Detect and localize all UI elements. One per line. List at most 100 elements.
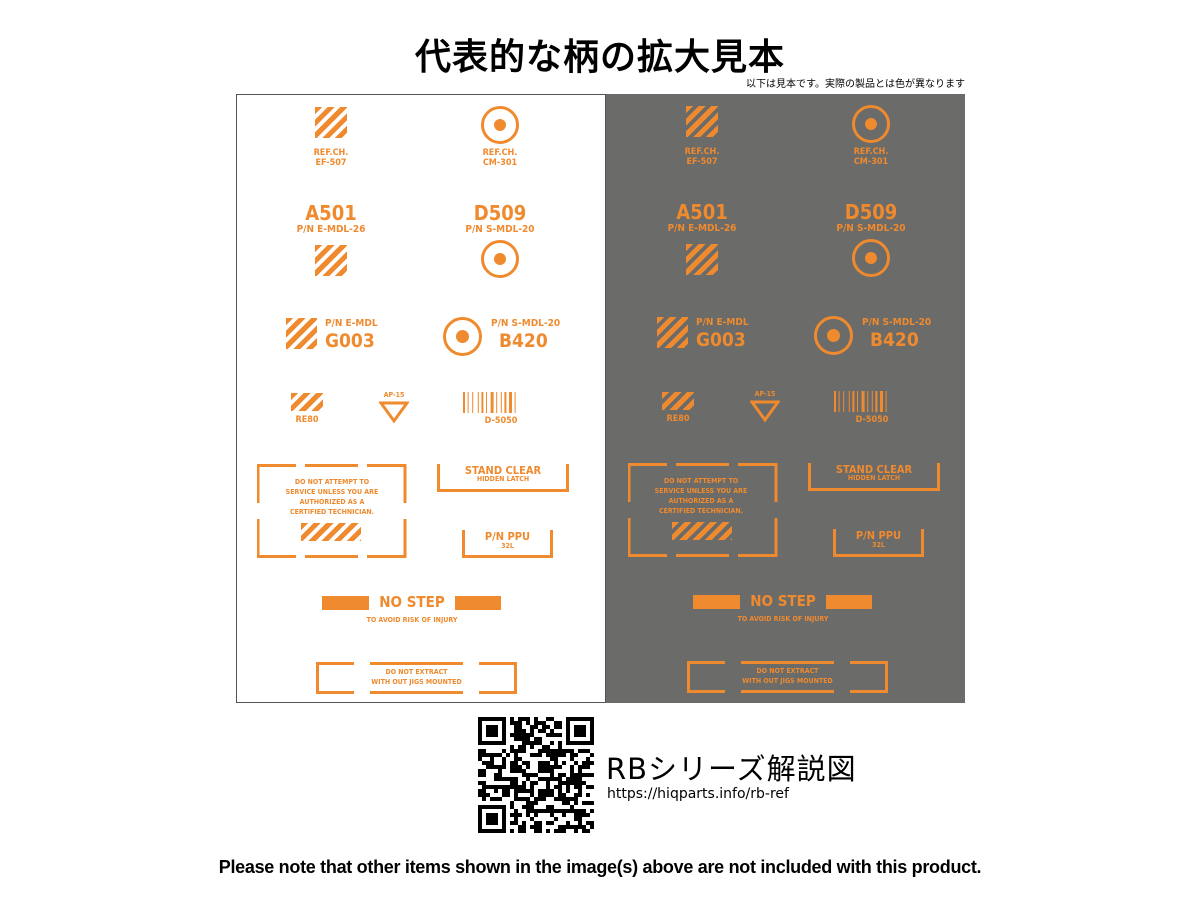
dashed-frame	[687, 661, 888, 693]
qr-module	[558, 789, 562, 793]
label: P/N S-MDL-20	[836, 223, 906, 234]
qr-module	[546, 789, 550, 793]
target-icon	[481, 240, 519, 278]
qr-module	[546, 805, 550, 809]
qr-module	[550, 809, 554, 813]
label: P/N E-MDL-26	[296, 224, 366, 235]
label: DO NOT EXTRACT	[385, 668, 448, 676]
qr-module	[542, 749, 546, 753]
qr-module	[478, 793, 482, 797]
qr-module	[498, 785, 502, 789]
qr-module	[534, 829, 538, 833]
label: NO STEP	[379, 593, 445, 611]
qr-module	[546, 793, 550, 797]
qr-module	[546, 769, 550, 773]
qr-module	[514, 769, 518, 773]
qr-module	[482, 781, 486, 785]
qr-module	[558, 797, 562, 801]
hatch-icon	[662, 392, 694, 410]
qr-module	[558, 745, 562, 749]
label: P/N S-MDL-20	[491, 318, 561, 329]
qr-module	[510, 761, 514, 765]
qr-module	[578, 765, 582, 769]
barcode-stripe	[467, 392, 469, 413]
qr-module	[534, 773, 538, 777]
qr-module	[558, 781, 562, 785]
rb-series-url[interactable]: https://hiqparts.info/rb-ref	[607, 786, 789, 802]
qr-module	[518, 757, 522, 761]
qr-module	[582, 829, 586, 833]
qr-module	[578, 769, 582, 773]
qr-module	[510, 777, 514, 781]
qr-module	[586, 773, 590, 777]
qr-module	[566, 821, 570, 825]
qr-module	[570, 797, 574, 801]
barcode-stripe	[848, 391, 850, 412]
qr-module	[494, 753, 498, 757]
qr-module	[518, 813, 522, 817]
qr-module	[546, 821, 550, 825]
qr-module	[482, 797, 486, 801]
qr-module	[534, 821, 538, 825]
label: REF.CH.	[482, 148, 518, 158]
qr-module	[574, 761, 578, 765]
qr-module	[574, 797, 578, 801]
qr-module	[514, 737, 518, 741]
qr-module	[562, 761, 566, 765]
qr-module	[574, 793, 578, 797]
qr-module	[590, 801, 594, 805]
label: P/N E-MDL	[325, 318, 378, 329]
qr-module	[522, 741, 526, 745]
label: REF.CH.	[684, 147, 720, 157]
qr-module	[538, 809, 542, 813]
warning-dashed-frame	[628, 463, 778, 557]
qr-module	[546, 777, 550, 781]
qr-module	[562, 809, 566, 813]
qr-module	[530, 801, 534, 805]
bracket-frame	[833, 529, 924, 557]
barcode-stripe	[867, 391, 869, 412]
warning-line: CERTIFIED TECHNICIAN.	[289, 508, 375, 516]
qr-module	[558, 777, 562, 781]
qr-module	[478, 773, 482, 777]
qr-module	[510, 745, 514, 749]
qr-module	[538, 741, 542, 745]
qr-module	[530, 793, 534, 797]
qr-module	[534, 781, 538, 785]
label: CM-301	[853, 157, 889, 167]
label: P/N PPU	[855, 529, 902, 542]
qr-module	[514, 793, 518, 797]
qr-module	[542, 725, 546, 729]
qr-module	[502, 749, 506, 753]
qr-module	[578, 809, 582, 813]
qr-module	[574, 817, 578, 821]
qr-module	[586, 761, 590, 765]
qr-module	[582, 761, 586, 765]
qr-module	[590, 761, 594, 765]
qr-module	[574, 781, 578, 785]
qr-code[interactable]	[478, 717, 594, 833]
label: RE80	[666, 414, 690, 424]
qr-module	[530, 729, 534, 733]
qr-module	[514, 729, 518, 733]
qr-module	[562, 753, 566, 757]
qr-module	[498, 773, 502, 777]
qr-module	[554, 725, 558, 729]
qr-module	[506, 777, 510, 781]
qr-module	[510, 749, 514, 753]
qr-module	[522, 749, 526, 753]
qr-module	[478, 753, 482, 757]
qr-module	[566, 781, 570, 785]
qr-module	[582, 781, 586, 785]
qr-module	[514, 765, 518, 769]
qr-module	[574, 813, 578, 817]
qr-module	[582, 813, 586, 817]
rb-series-title: RBシリーズ解説図	[606, 752, 857, 786]
hatch-bar	[301, 523, 361, 541]
triangle-icon	[379, 401, 409, 424]
qr-module	[542, 745, 546, 749]
qr-module	[522, 825, 526, 829]
qr-module	[510, 769, 514, 773]
qr-module	[570, 825, 574, 829]
bracket-frame	[462, 530, 553, 558]
